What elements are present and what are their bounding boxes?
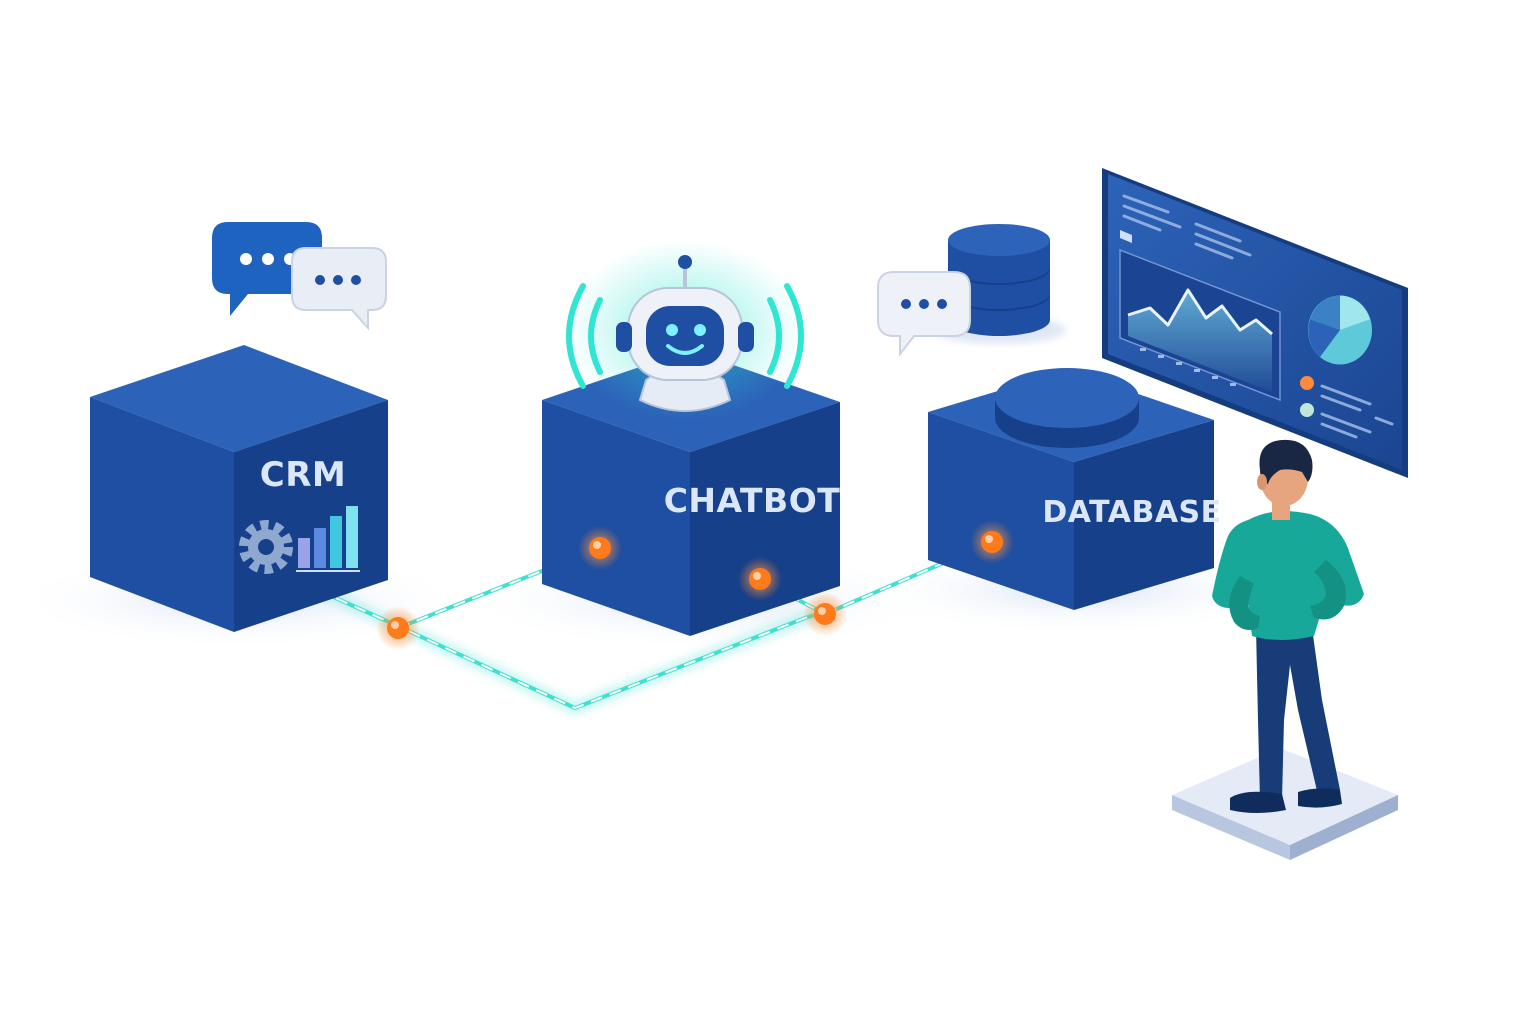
- node: [376, 606, 420, 650]
- database-label: DATABASE: [1042, 495, 1221, 530]
- pie-chart-icon: [1308, 295, 1372, 365]
- node: [578, 526, 622, 570]
- chat-bubble-icon: [291, 247, 387, 331]
- chat-bubble-icon: [877, 271, 971, 357]
- chatbot-label: CHATBOT: [664, 481, 841, 520]
- bar-chart-icon: [296, 506, 360, 572]
- database-box: DATABASE: [928, 368, 1221, 610]
- gear-icon: [239, 520, 293, 574]
- node: [970, 520, 1014, 564]
- node: [738, 557, 782, 601]
- robot-icon: [565, 240, 805, 420]
- chatbot-box: CHATBOT: [542, 350, 840, 636]
- database-cylinder-icon: [934, 224, 1066, 344]
- connection-nodes: [376, 520, 1014, 650]
- dashboard-monitor: [1102, 168, 1408, 478]
- person-figure: [1172, 439, 1398, 860]
- line-chart-icon: [1119, 248, 1281, 402]
- node: [803, 592, 847, 636]
- crm-box: CRM: [90, 345, 388, 632]
- crm-label: CRM: [260, 455, 346, 495]
